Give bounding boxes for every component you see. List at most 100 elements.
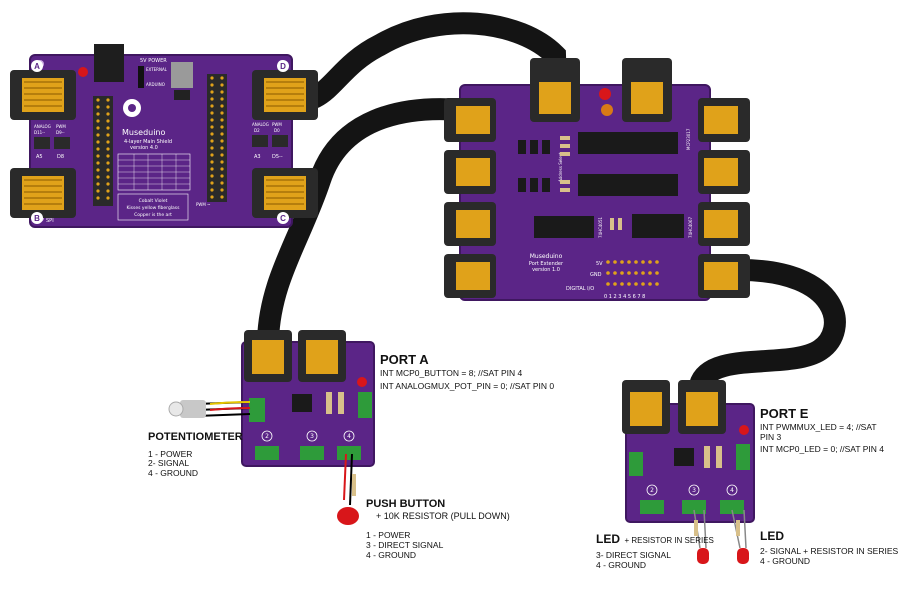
header-pin bbox=[210, 160, 214, 164]
potentiometer bbox=[168, 400, 251, 418]
footer-label-box bbox=[117, 193, 189, 221]
rail-5v-label: 5V bbox=[596, 261, 603, 267]
rail-pin bbox=[648, 282, 652, 286]
led-left-title: LED bbox=[596, 532, 620, 546]
analog-label-left: ANALOG bbox=[34, 124, 51, 129]
rail-io-label: DIGITAL I/O bbox=[566, 286, 594, 292]
pwm-bottom-label: PWM ~ bbox=[196, 202, 210, 207]
rail-pin bbox=[641, 282, 645, 286]
push-button-line-1: 1 - POWER bbox=[366, 529, 411, 540]
header-pin bbox=[210, 104, 214, 108]
header-pin bbox=[96, 119, 100, 123]
rail-pin bbox=[613, 260, 617, 264]
rail-pin bbox=[648, 271, 652, 275]
rj45-port-e-right bbox=[678, 380, 726, 434]
museduino-logo bbox=[123, 99, 141, 117]
port-e-line-1: INT PWMMUX_LED = 4; //SAT PIN 3 bbox=[760, 422, 877, 442]
port-a-terminal-4: 4 bbox=[347, 433, 351, 440]
header-pin bbox=[96, 154, 100, 158]
chip-label-74hc4067: 74HC4067 bbox=[688, 216, 693, 238]
potentiometer-title: POTENTIOMETER bbox=[148, 431, 243, 443]
main-shield-version: version 4.0 bbox=[130, 145, 158, 151]
header-pin bbox=[220, 195, 224, 199]
rail-pin bbox=[606, 271, 610, 275]
resistors bbox=[560, 136, 622, 230]
led-left-annotation: LED + RESISTOR IN SERIES 3- DIRECT SIGNA… bbox=[596, 530, 714, 571]
port-a-terminal-2: 2 bbox=[265, 433, 269, 440]
a3-label: A3 bbox=[254, 154, 261, 160]
header-pin bbox=[106, 189, 110, 193]
rail-pin bbox=[634, 271, 638, 275]
header-pin bbox=[96, 105, 100, 109]
pwm-label-right: PWM bbox=[272, 122, 282, 127]
rj45-extender-top-left bbox=[530, 58, 580, 122]
header-pin bbox=[210, 90, 214, 94]
port-e-annotation: PORT E INT PWMMUX_LED = 4; //SAT PIN 3 I… bbox=[760, 406, 886, 454]
header-pin bbox=[210, 118, 214, 122]
footer-line-3: Copper is the art bbox=[134, 212, 172, 218]
port-e-satellite: 2 3 4 bbox=[622, 380, 755, 523]
chip-mcp23017-a bbox=[578, 132, 678, 154]
push-button-cap[interactable] bbox=[337, 507, 359, 525]
footer-line-2: Kisses yellow fiberglass bbox=[126, 205, 180, 211]
rail-pin bbox=[620, 282, 624, 286]
port-a-line-2: INT ANALOGMUX_POT_PIN = 0; //SAT PIN 0 bbox=[380, 380, 555, 391]
rj45-port-e-left bbox=[622, 380, 670, 434]
led-right-line-1: 2- SIGNAL + RESISTOR IN SERIES bbox=[760, 545, 898, 556]
cable-main-to-extender bbox=[271, 12, 567, 113]
rail-pin bbox=[655, 271, 659, 275]
header-pin bbox=[96, 140, 100, 144]
header-pin bbox=[210, 139, 214, 143]
led-left-title-suffix: + RESISTOR IN SERIES bbox=[624, 536, 714, 545]
header-pin bbox=[210, 181, 214, 185]
port-letter-a: A bbox=[34, 62, 40, 71]
rail-pin bbox=[627, 260, 631, 264]
led-left bbox=[693, 509, 709, 564]
header-pin bbox=[106, 147, 110, 151]
rj45-connector-b bbox=[10, 168, 76, 218]
rail-pin bbox=[613, 282, 617, 286]
header-pin bbox=[220, 90, 224, 94]
port-letter-b: B bbox=[34, 214, 40, 223]
range-label-a-left: D11-- bbox=[34, 130, 46, 135]
port-a-satellite: 2 3 4 bbox=[241, 330, 375, 467]
cables bbox=[257, 12, 846, 396]
port-a-terminal-3: 3 bbox=[310, 433, 314, 440]
header-pin bbox=[210, 174, 214, 178]
header-pin bbox=[96, 168, 100, 172]
pwm-label-left: PWM bbox=[56, 124, 66, 129]
rail-pin bbox=[606, 282, 610, 286]
header-pin bbox=[106, 161, 110, 165]
chip-label-mcp23017: MCP23017 bbox=[686, 128, 691, 150]
header-pin bbox=[96, 126, 100, 130]
rail-pin bbox=[627, 271, 631, 275]
chip-mcp23017-b bbox=[578, 174, 678, 196]
header-pin bbox=[220, 118, 224, 122]
header-pin bbox=[210, 83, 214, 87]
potentiometer-line-1: 1 - POWER bbox=[148, 448, 193, 459]
header-pin bbox=[210, 125, 214, 129]
push-button-annotation: PUSH BUTTON + 10K RESISTOR (PULL DOWN) 1… bbox=[366, 498, 510, 560]
header-pin bbox=[220, 83, 224, 87]
header-pin bbox=[210, 195, 214, 199]
header-pin bbox=[210, 188, 214, 192]
header-pin bbox=[210, 146, 214, 150]
header-pin-dots bbox=[96, 76, 224, 200]
header-pin bbox=[210, 97, 214, 101]
header-pin bbox=[220, 167, 224, 171]
rj45-port-a-left bbox=[244, 330, 292, 382]
io-numbers: 0 1 2 3 4 5 6 7 8 bbox=[604, 294, 645, 300]
cable-extender-to-port-e bbox=[689, 259, 846, 396]
header-pins-left bbox=[93, 96, 113, 206]
power-jack bbox=[94, 44, 124, 82]
header-pin bbox=[106, 140, 110, 144]
header-pin bbox=[210, 111, 214, 115]
header-pin bbox=[220, 181, 224, 185]
main-shield: A B C D 5V POWER EXTERNAL ARDUINO bbox=[10, 44, 318, 228]
a5-label: A5 bbox=[36, 154, 43, 160]
rail-pin bbox=[627, 282, 631, 286]
potentiometer-line-3: 4 - GROUND bbox=[148, 468, 199, 479]
rj45-port-a-right bbox=[298, 330, 346, 382]
port-e-terminal-3: 3 bbox=[692, 487, 696, 494]
header-pin bbox=[106, 133, 110, 137]
